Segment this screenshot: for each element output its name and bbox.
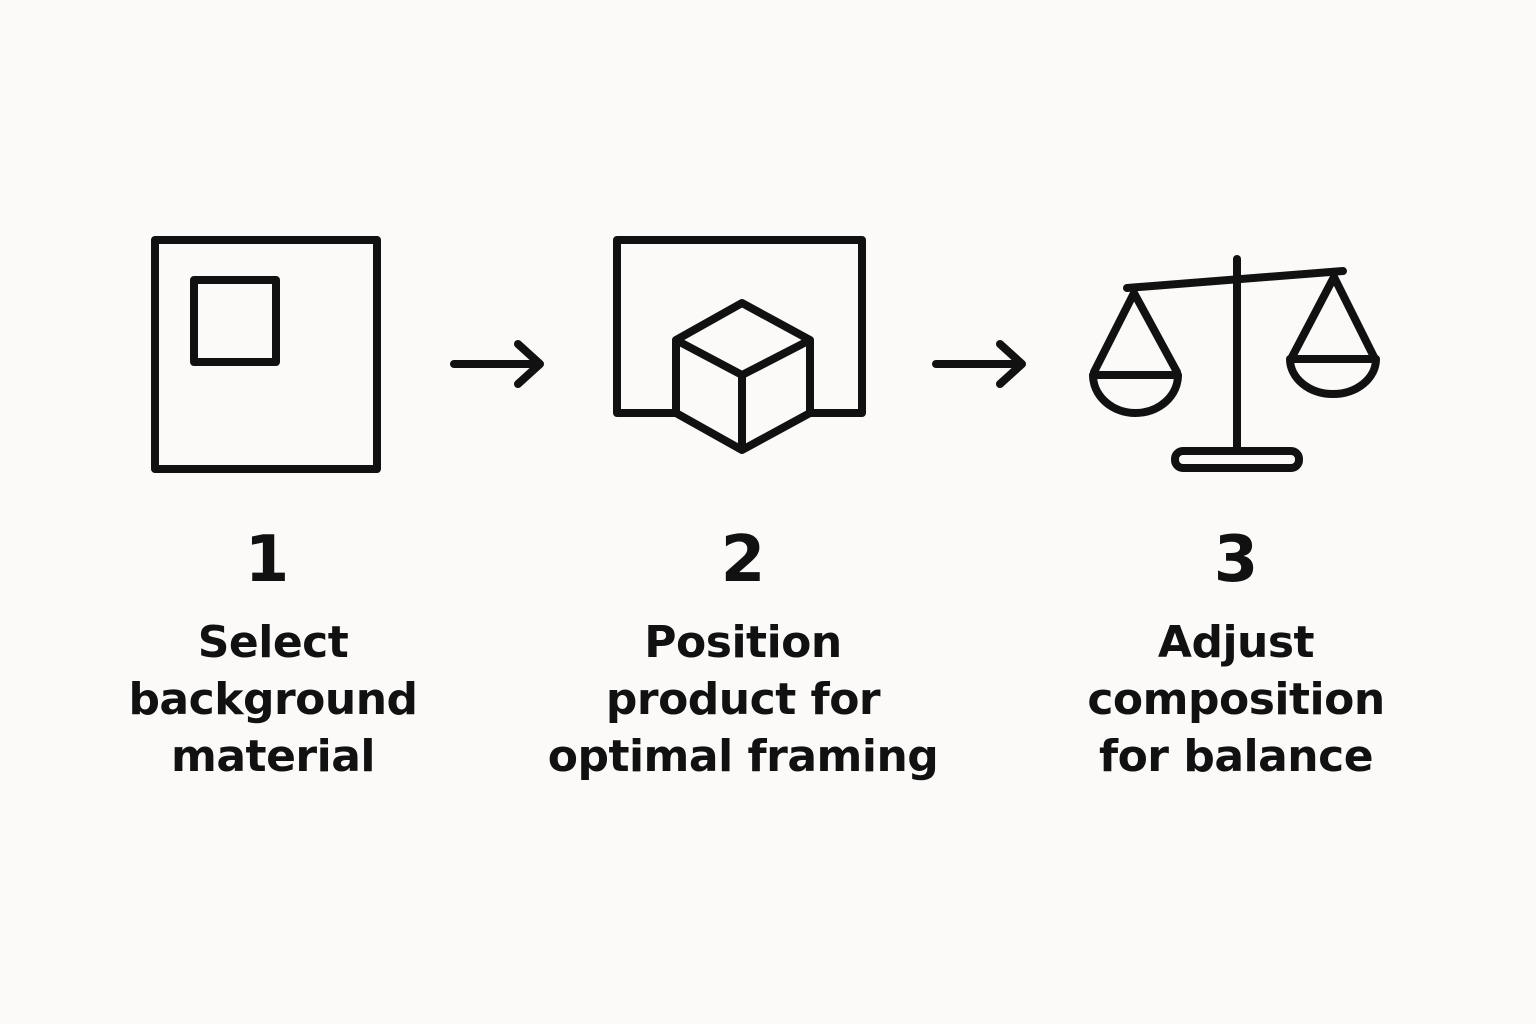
step-3-label-line-3: for balance bbox=[1098, 731, 1374, 782]
arrow-right-icon bbox=[930, 338, 1030, 394]
step-3-number: 3 bbox=[1213, 523, 1259, 597]
step-1-number: 1 bbox=[244, 523, 290, 597]
step-1-label: Select background material bbox=[53, 614, 493, 785]
step-1-label-line-2: background bbox=[128, 674, 418, 725]
arrow-right-icon bbox=[448, 338, 548, 394]
balance-scale-icon bbox=[1085, 255, 1385, 477]
step-2-label-line-3: optimal framing bbox=[547, 731, 939, 782]
step-1-label-line-1: Select bbox=[197, 617, 349, 668]
step-3-label-line-2: composition bbox=[1087, 674, 1385, 725]
product-framing-icon bbox=[612, 235, 867, 457]
step-2-label-line-2: product for bbox=[605, 674, 881, 725]
step-1-label-line-3: material bbox=[171, 731, 375, 782]
step-2-label-line-1: Position bbox=[644, 617, 842, 668]
step-3-label: Adjust composition for balance bbox=[1016, 614, 1456, 785]
background-material-icon bbox=[150, 235, 382, 475]
step-3-label-line-1: Adjust bbox=[1157, 617, 1315, 668]
step-2-number: 2 bbox=[720, 523, 766, 597]
step-2-label: Position product for optimal framing bbox=[523, 614, 963, 785]
